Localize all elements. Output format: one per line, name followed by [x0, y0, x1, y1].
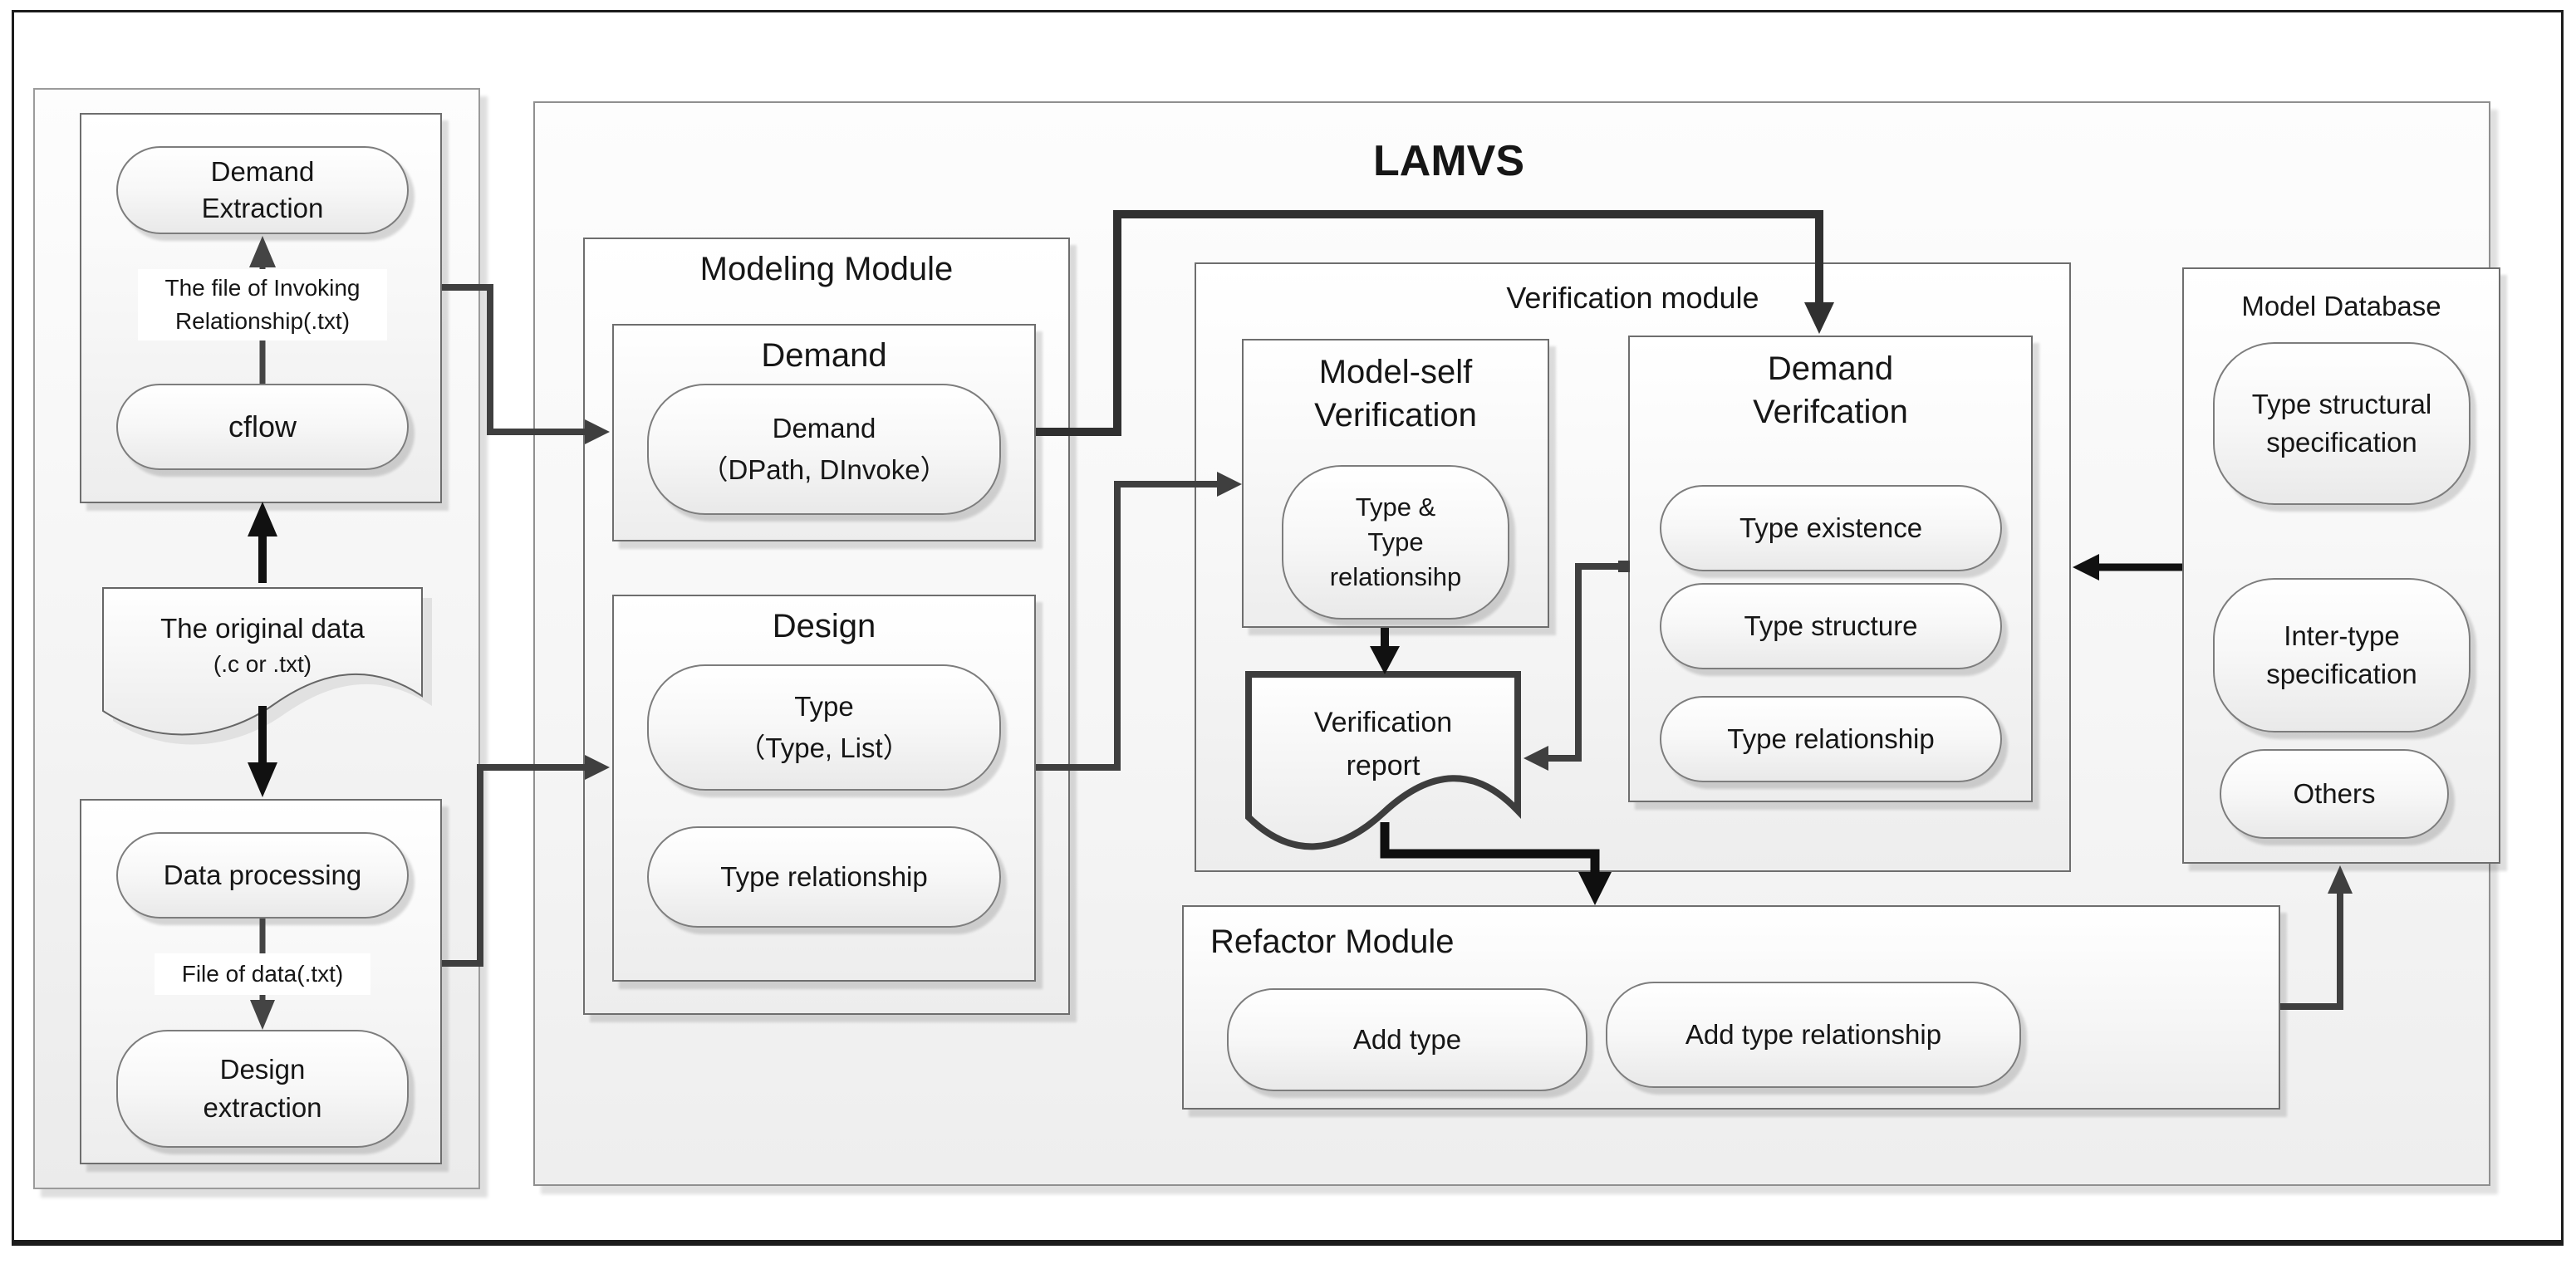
type-relationship-verification-pill: Type relationship: [1660, 696, 2002, 782]
refactor-module-title: Refactor Module: [1210, 924, 1455, 960]
original-data-line1: The original data: [160, 613, 365, 644]
add-type-pill: Add type: [1227, 988, 1587, 1091]
type-existence-pill: Type existence: [1660, 485, 2002, 571]
model-database-title: Model Database: [2241, 291, 2441, 321]
verification-report-label: Verification report: [1313, 707, 1453, 781]
lamvs-title: LAMVS: [1373, 137, 1524, 185]
type-type-relationship-pill: Type & Type relationsihp: [1282, 465, 1509, 620]
inter-type-specification-pill: Inter-type specification: [2213, 578, 2471, 732]
cflow-pill: cflow: [116, 384, 409, 470]
demand-verification-title: Demand Verifcation: [1753, 350, 1908, 430]
data-processing-pill: Data processing: [116, 832, 409, 919]
design-extraction-pill: Design extraction: [116, 1030, 409, 1148]
add-type-relationship-pill: Add type relationship: [1606, 982, 2021, 1088]
type-structure-pill: Type structure: [1660, 583, 2002, 669]
others-pill: Others: [2220, 749, 2449, 839]
type-structural-specification-pill: Type structural specification: [2213, 342, 2471, 505]
demand-extraction-pill: Demand Extraction: [116, 146, 409, 234]
invoking-file-label: The file of Invoking Relationship(.txt): [138, 269, 387, 340]
demand-dpath-pill: Demand （DPath, DInvoke）: [647, 384, 1001, 515]
original-data-doc-label: The original data (.c or .txt): [103, 610, 422, 681]
file-of-data-label: File of data(.txt): [155, 953, 370, 995]
verification-module-title: Verification module: [1506, 281, 1759, 315]
model-self-verification-title: Model-self Verification: [1314, 354, 1477, 434]
original-data-line2: (.c or .txt): [213, 651, 312, 677]
type-relationship-pill: Type relationship: [647, 826, 1001, 928]
design-model-title: Design: [772, 608, 876, 644]
demand-model-title: Demand: [761, 337, 887, 374]
modeling-module-title: Modeling Module: [699, 251, 954, 287]
type-list-pill: Type （Type, List）: [647, 664, 1001, 791]
